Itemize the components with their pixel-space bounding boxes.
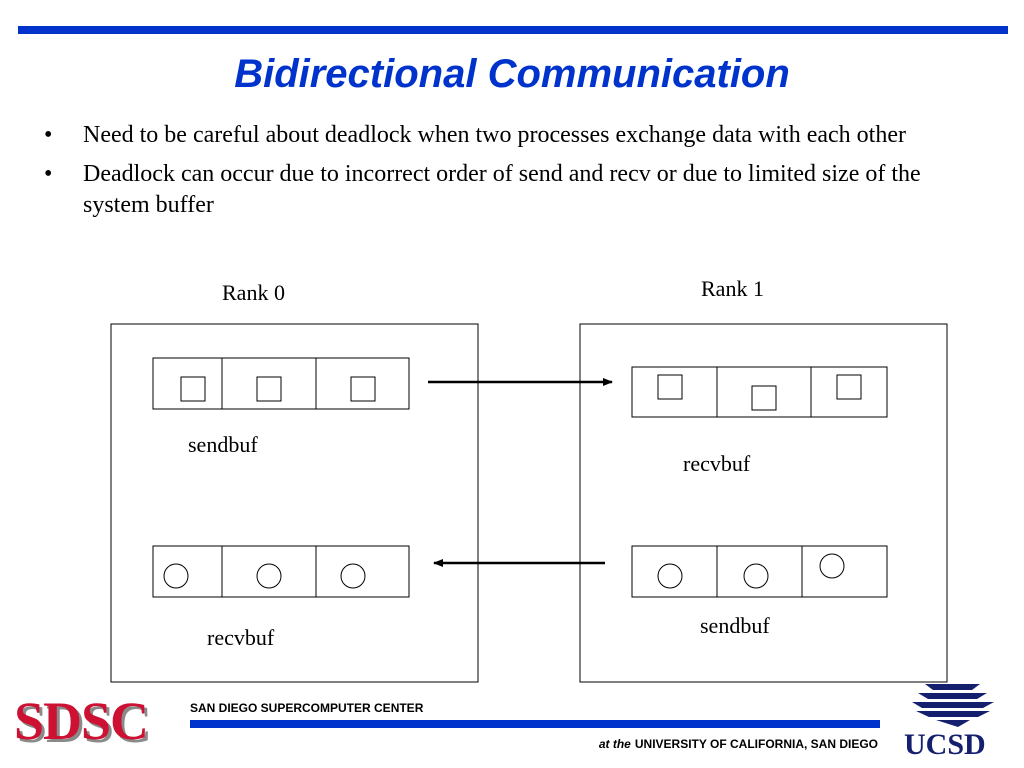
- rank1-label: Rank 1: [701, 276, 764, 301]
- data-element-circle: [340, 563, 366, 589]
- slide-title: Bidirectional Communication: [234, 52, 790, 96]
- data-element-square: [657, 374, 683, 400]
- data-element-circle: [819, 553, 845, 579]
- bullet-text: Need to be careful about deadlock when t…: [83, 122, 906, 148]
- rank1-recvbuf-label: recvbuf: [683, 451, 751, 476]
- university-name: UNIVERSITY OF CALIFORNIA, SAN DIEGO: [634, 737, 878, 751]
- data-element-square: [180, 376, 206, 402]
- rank0-label: Rank 0: [222, 280, 285, 305]
- data-element-circle: [256, 563, 282, 589]
- center-name: SAN DIEGO SUPERCOMPUTER CENTER: [190, 701, 424, 715]
- bullet-item: • Need to be careful about deadlock when…: [44, 120, 974, 151]
- rank0-sendbuf-label: sendbuf: [188, 432, 258, 457]
- rank1-process-box: [579, 323, 948, 683]
- rank0-recvbuf-label: recvbuf: [207, 625, 275, 650]
- data-element-circle: [743, 563, 769, 589]
- data-element-square: [751, 385, 777, 411]
- sdsc-logo: SDSC: [14, 691, 149, 751]
- ucsd-logo-text: UCSD: [904, 728, 986, 761]
- footer-rule: [190, 720, 880, 728]
- bullet-item: • Deadlock can occur due to incorrect or…: [44, 159, 974, 221]
- rank1-sendbuf-label: sendbuf: [700, 613, 770, 638]
- data-element-circle: [657, 563, 683, 589]
- rank1-recvbuf: [631, 366, 888, 418]
- rank1-sendbuf: [631, 545, 888, 598]
- data-element-square: [350, 376, 376, 402]
- bullet-marker: •: [44, 122, 53, 148]
- data-element-circle: [163, 563, 189, 589]
- university-prefix: at the: [598, 737, 631, 751]
- bullet-marker: •: [44, 161, 53, 187]
- bullet-list: • Need to be careful about deadlock when…: [44, 120, 974, 229]
- data-element-square: [256, 376, 282, 402]
- bullet-text: Deadlock can occur due to incorrect orde…: [83, 161, 921, 218]
- data-element-square: [836, 374, 862, 400]
- rank0-sendbuf: [152, 357, 410, 410]
- top-rule: [18, 26, 1008, 34]
- rank0-process-box: [110, 323, 479, 683]
- ucsd-wave-mark: [912, 684, 994, 727]
- rank0-recvbuf: [152, 545, 410, 598]
